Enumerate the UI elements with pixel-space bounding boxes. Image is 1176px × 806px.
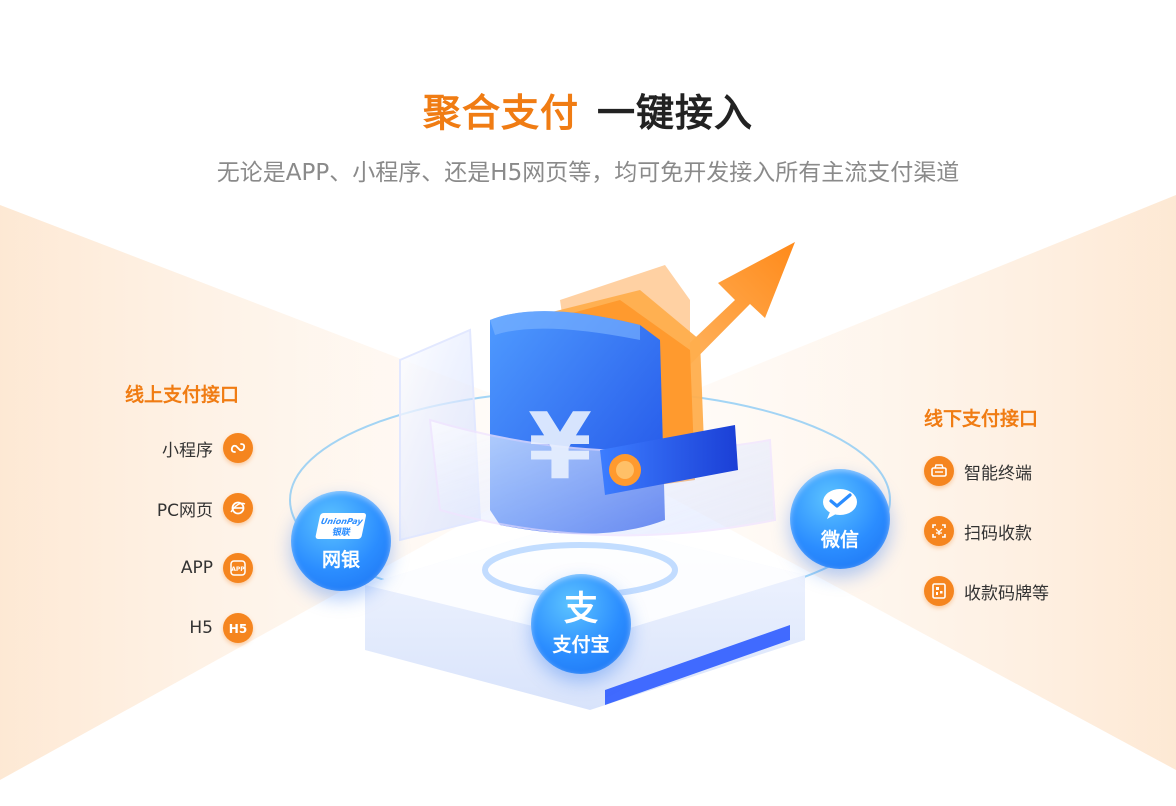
offline-item-qr-stand[interactable]: 收款码牌等 xyxy=(924,575,1049,607)
wechat-pay-logo-icon xyxy=(823,488,857,519)
online-item-pc-web[interactable]: PC网页 xyxy=(157,492,253,524)
offline-item-label: 扫码收款 xyxy=(964,523,1032,544)
title-rest: 一键接入 xyxy=(597,91,754,135)
alipay-channel-bubble[interactable]: 支 支付宝 xyxy=(531,574,631,674)
mini-program-icon xyxy=(223,433,253,463)
qr-stand-icon xyxy=(924,576,954,606)
online-item-h5[interactable]: H5 H5 xyxy=(189,612,253,644)
page-subtitle: 无论是APP、小程序、还是H5网页等，均可免开发接入所有主流支付渠道 xyxy=(216,160,960,186)
unionpay-logo-text-cn: 银联 xyxy=(331,526,352,538)
online-item-label: H5 xyxy=(189,618,213,638)
online-item-label: 小程序 xyxy=(162,440,213,461)
yen-symbol: ¥ xyxy=(528,393,592,500)
online-payment-title: 线上支付接口 xyxy=(125,384,240,406)
page-title: 聚合支付一键接入 xyxy=(0,82,1176,137)
offline-item-smart-terminal[interactable]: 智能终端 xyxy=(924,455,1032,487)
scan-icon xyxy=(924,516,954,546)
online-item-mini-program[interactable]: 小程序 xyxy=(162,432,253,464)
h5-icon: H5 xyxy=(223,613,253,643)
svg-text:APP: APP xyxy=(231,566,245,573)
svg-text:H5: H5 xyxy=(229,622,247,636)
online-item-label: PC网页 xyxy=(156,500,213,521)
offline-payment-title: 线下支付接口 xyxy=(924,408,1039,430)
offline-item-scan-pay[interactable]: 扫码收款 xyxy=(924,515,1032,547)
online-item-label: APP xyxy=(180,558,213,578)
app-icon: APP xyxy=(223,553,253,583)
browser-icon xyxy=(223,493,253,523)
unionpay-logo-text-en: UnionPay xyxy=(320,516,365,526)
unionpay-label: 网银 xyxy=(321,548,360,571)
online-item-app[interactable]: APP APP xyxy=(181,552,253,584)
offline-item-label: 收款码牌等 xyxy=(964,583,1049,604)
wechat-label: 微信 xyxy=(820,528,859,551)
wechat-channel-bubble[interactable]: 微信 xyxy=(790,469,890,569)
pos-terminal-icon xyxy=(924,456,954,486)
unionpay-channel-bubble[interactable]: UnionPay 银联 网银 xyxy=(291,491,391,591)
alipay-logo-icon: 支 xyxy=(564,588,598,629)
unionpay-logo-icon: UnionPay 银联 xyxy=(315,512,367,539)
alipay-label: 支付宝 xyxy=(552,633,610,656)
offline-item-label: 智能终端 xyxy=(964,463,1032,484)
title-accent: 聚合支付 xyxy=(422,91,579,135)
